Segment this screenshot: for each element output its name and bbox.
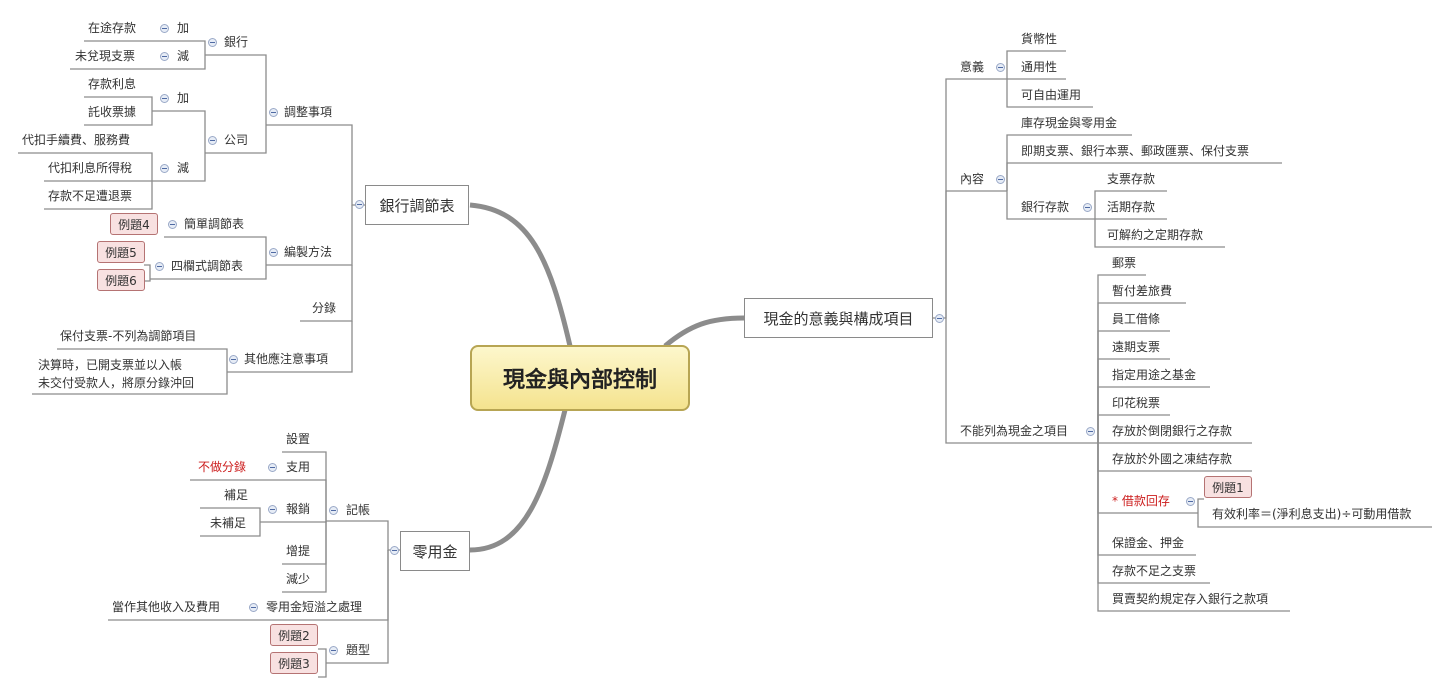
collapse-toggle-icon[interactable]	[996, 63, 1005, 72]
example-badge[interactable]: 例題2	[270, 624, 318, 646]
node-note-reverse-line2[interactable]: 未交付受款人，將原分錄沖回	[38, 376, 195, 390]
example-badge[interactable]: 例題1	[1204, 476, 1252, 498]
collapse-toggle-icon[interactable]	[208, 38, 217, 47]
collapse-toggle-icon[interactable]	[229, 355, 238, 364]
node-increase[interactable]: 增提	[286, 544, 311, 558]
node-simple-reconciliation[interactable]: 簡單調節表	[184, 217, 245, 231]
node-not-replenish[interactable]: 未補足	[210, 516, 247, 530]
collapse-toggle-icon[interactable]	[268, 505, 277, 514]
node-question-type[interactable]: 題型	[346, 643, 371, 657]
node-company-side[interactable]: 公司	[224, 133, 249, 147]
node-decrease[interactable]: 減少	[286, 572, 311, 586]
node-entries[interactable]: 分錄	[312, 301, 337, 315]
node-company-add[interactable]: 加	[177, 91, 190, 105]
node-deposit-transit[interactable]: 在途存款	[88, 21, 137, 35]
node-nsf-checks[interactable]: 存款不足遭退票	[48, 189, 133, 203]
node-meaning[interactable]: 意義	[960, 60, 985, 74]
collapse-toggle-icon[interactable]	[1083, 203, 1092, 212]
node-postdated[interactable]: 遠期支票	[1112, 340, 1161, 354]
collapse-toggle-icon[interactable]	[160, 164, 169, 173]
collapse-toggle-icon[interactable]	[160, 24, 169, 33]
collapse-toggle-icon[interactable]	[996, 175, 1005, 184]
collapse-toggle-icon[interactable]	[155, 262, 164, 271]
node-spend[interactable]: 支用	[286, 460, 311, 474]
node-bankrupt-bank[interactable]: 存放於倒閉銀行之存款	[1112, 424, 1233, 438]
example-badge[interactable]: 例題3	[270, 652, 318, 674]
node-replenish[interactable]: 補足	[224, 488, 249, 502]
node-cash-on-hand[interactable]: 庫存現金與零用金	[1021, 116, 1118, 130]
branch-cash-meaning[interactable]: 現金的意義與構成項目	[744, 298, 933, 338]
node-not-cash[interactable]: 不能列為現金之項目	[960, 424, 1069, 438]
collapse-toggle-icon[interactable]	[269, 248, 278, 257]
collapse-toggle-icon[interactable]	[160, 94, 169, 103]
node-free-use[interactable]: 可自由運用	[1021, 88, 1082, 102]
node-method[interactable]: 編製方法	[284, 245, 333, 259]
node-company-subtract[interactable]: 減	[177, 161, 190, 175]
collapse-toggle-icon[interactable]	[269, 108, 278, 117]
node-general-acceptance[interactable]: 通用性	[1021, 60, 1058, 74]
collapse-toggle-icon[interactable]	[1086, 427, 1095, 436]
node-designated-fund[interactable]: 指定用途之基金	[1112, 368, 1197, 382]
example-badge[interactable]: 例題5	[97, 241, 145, 263]
node-savings[interactable]: 活期存款	[1107, 200, 1156, 214]
node-currency[interactable]: 貨幣性	[1021, 32, 1058, 46]
node-bank-add[interactable]: 加	[177, 21, 190, 35]
collapse-toggle-icon[interactable]	[249, 603, 258, 612]
node-bank-deposits[interactable]: 銀行存款	[1021, 200, 1070, 214]
collapse-toggle-icon[interactable]	[935, 314, 944, 323]
collapse-toggle-icon[interactable]	[160, 52, 169, 61]
node-no-entry[interactable]: 不做分錄	[198, 460, 247, 474]
branch-curve-petty	[469, 409, 568, 553]
branch-bank-reconciliation[interactable]: 銀行調節表	[365, 185, 469, 225]
node-instruments[interactable]: 即期支票、銀行本票、郵政匯票、保付支票	[1021, 144, 1250, 158]
node-shortage[interactable]: 零用金短溢之處理	[266, 600, 363, 614]
node-stamps[interactable]: 郵票	[1112, 256, 1137, 270]
example-badge[interactable]: 例題4	[110, 213, 158, 235]
node-bank-side[interactable]: 銀行	[224, 35, 249, 49]
node-reimburse[interactable]: 報銷	[286, 502, 311, 516]
node-checking[interactable]: 支票存款	[1107, 172, 1156, 186]
collapse-toggle-icon[interactable]	[390, 546, 399, 555]
node-service-fees[interactable]: 代扣手續費、服務費	[22, 133, 131, 147]
node-revenue-stamps[interactable]: 印花稅票	[1112, 396, 1161, 410]
node-bookkeeping[interactable]: 記帳	[346, 503, 371, 517]
node-withheld-tax[interactable]: 代扣利息所得稅	[48, 161, 133, 175]
branch-petty-cash[interactable]: 零用金	[400, 531, 470, 571]
node-interest-income[interactable]: 存款利息	[88, 77, 137, 91]
collapse-toggle-icon[interactable]	[1186, 497, 1195, 506]
node-note-certified-check[interactable]: 保付支票-不列為調節項目	[60, 329, 197, 343]
collapse-toggle-icon[interactable]	[268, 463, 277, 472]
node-content[interactable]: 內容	[960, 172, 985, 186]
node-setup[interactable]: 設置	[286, 432, 311, 446]
branch-curve-cash	[663, 315, 745, 348]
collapse-toggle-icon[interactable]	[329, 506, 338, 515]
example-badge[interactable]: 例題6	[97, 269, 145, 291]
branch-curve-bank	[469, 202, 573, 347]
collapse-toggle-icon[interactable]	[329, 646, 338, 655]
node-nsf[interactable]: 存款不足之支票	[1112, 564, 1197, 578]
node-travel-advance[interactable]: 暫付差旅費	[1112, 284, 1173, 298]
node-time-deposit[interactable]: 可解約之定期存款	[1107, 228, 1204, 242]
central-topic[interactable]: 現金與內部控制	[470, 345, 690, 411]
node-frozen-foreign[interactable]: 存放於外國之凍結存款	[1112, 452, 1233, 466]
node-other-notes[interactable]: 其他應注意事項	[244, 352, 329, 366]
node-guarantee[interactable]: 保證金、押金	[1112, 536, 1185, 550]
collapse-toggle-icon[interactable]	[355, 200, 364, 209]
collapse-toggle-icon[interactable]	[168, 220, 177, 229]
node-collection-notes[interactable]: 託收票據	[88, 105, 137, 119]
node-employee-iou[interactable]: 員工借條	[1112, 312, 1161, 326]
node-bank-subtract[interactable]: 減	[177, 49, 190, 63]
node-outstanding-checks[interactable]: 未兌現支票	[75, 49, 136, 63]
node-contract-deposit[interactable]: 買賣契約規定存入銀行之款項	[1112, 592, 1269, 606]
collapse-toggle-icon[interactable]	[208, 136, 217, 145]
node-compensating-balance[interactable]: * 借款回存	[1112, 494, 1170, 508]
node-effective-rate[interactable]: 有效利率＝(淨利息支出)÷可動用借款	[1212, 507, 1412, 521]
node-adjust[interactable]: 調整事項	[284, 105, 333, 119]
node-note-reverse-line1[interactable]: 決算時，已開支票並以入帳	[38, 358, 183, 372]
node-four-column[interactable]: 四欄式調節表	[171, 259, 244, 273]
node-shortage-treatment[interactable]: 當作其他收入及費用	[112, 600, 221, 614]
